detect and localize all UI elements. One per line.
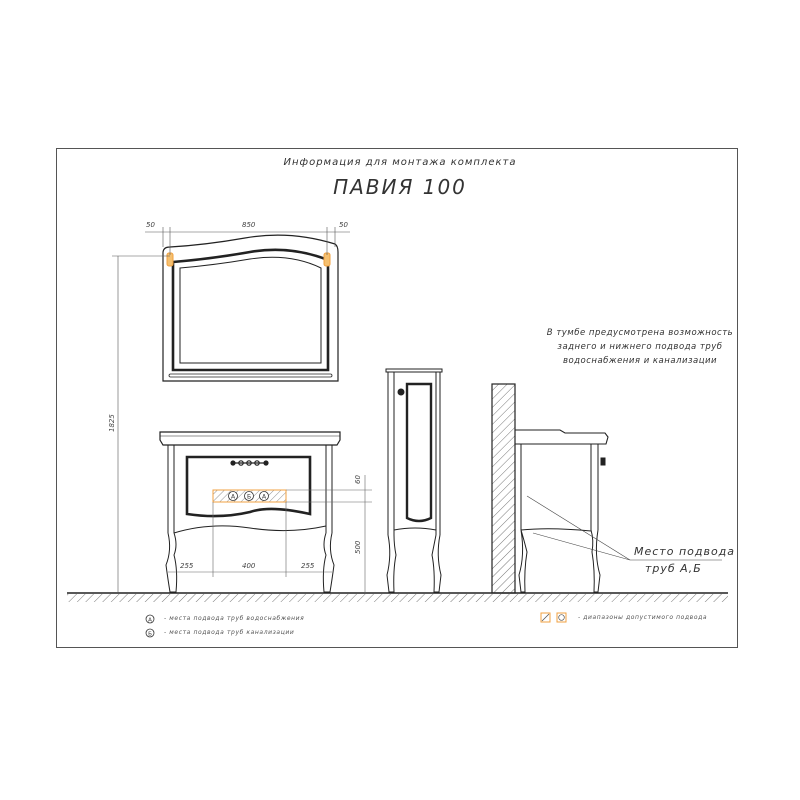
- mirror-width-dimension: [145, 227, 350, 255]
- legend-icon-sewage: Б: [145, 628, 155, 638]
- dim-left-offset: 255: [180, 562, 194, 570]
- note-line-2: заднего и нижнего подвода труб: [557, 342, 723, 352]
- drawing-subtitle: Информация для монтажа комплекта: [283, 157, 517, 168]
- drawing-title: ПАВИЯ 100: [333, 175, 467, 199]
- dim-mirror-width: 850: [242, 221, 256, 229]
- dim-right-offset: 255: [301, 562, 315, 570]
- tall-cabinet: [385, 368, 443, 593]
- note-line-3: водоснабжения и канализации: [562, 356, 718, 366]
- dim-mirror-right-margin: 50: [339, 221, 348, 229]
- svg-text:Б: Б: [247, 494, 251, 501]
- leader-lines: [526, 495, 722, 561]
- drawer-handle-icon: [230, 460, 269, 466]
- legend-icon-water-supply: А: [145, 614, 155, 624]
- dim-mirror-left-margin: 50: [146, 221, 155, 229]
- installation-note: В тумбе предусмотрена возможность заднег…: [530, 326, 750, 368]
- dim-pipe-zone-height: 60: [354, 475, 362, 484]
- dim-total-height: 1825: [108, 414, 116, 432]
- pipe-location-label-line2: труб А,Б: [645, 562, 702, 575]
- total-height-dimension: [112, 255, 170, 593]
- pipe-dimensions: [168, 475, 372, 593]
- dim-pipe-zone-width: 400: [242, 562, 256, 570]
- svg-text:А: А: [262, 494, 267, 501]
- pipe-location-label-line1: Место подвода: [634, 545, 736, 558]
- svg-text:А: А: [148, 618, 152, 624]
- wall: [491, 383, 516, 594]
- mirror: [162, 234, 339, 382]
- vanity-front: [159, 431, 341, 593]
- vanity-side-view: [514, 429, 609, 593]
- legend-range-circle-icon: [556, 612, 567, 623]
- dim-pipe-height-from-floor: 500: [354, 540, 362, 554]
- legend-water-supply-text: - места подвода труб водоснабжения: [164, 615, 305, 622]
- legend-range-hatch-icon: [540, 612, 551, 623]
- legend-range-text: - диапазоны допустимого подвода: [578, 614, 708, 621]
- pipe-zone: А Б А: [212, 489, 287, 503]
- svg-text:Б: Б: [148, 632, 152, 638]
- svg-text:А: А: [231, 494, 236, 501]
- legend-sewage-text: - места подвода труб канализации: [164, 629, 295, 636]
- note-line-1: В тумбе предусмотрена возможность: [546, 328, 734, 338]
- drawing-frame: [56, 148, 738, 648]
- floor: [67, 592, 728, 602]
